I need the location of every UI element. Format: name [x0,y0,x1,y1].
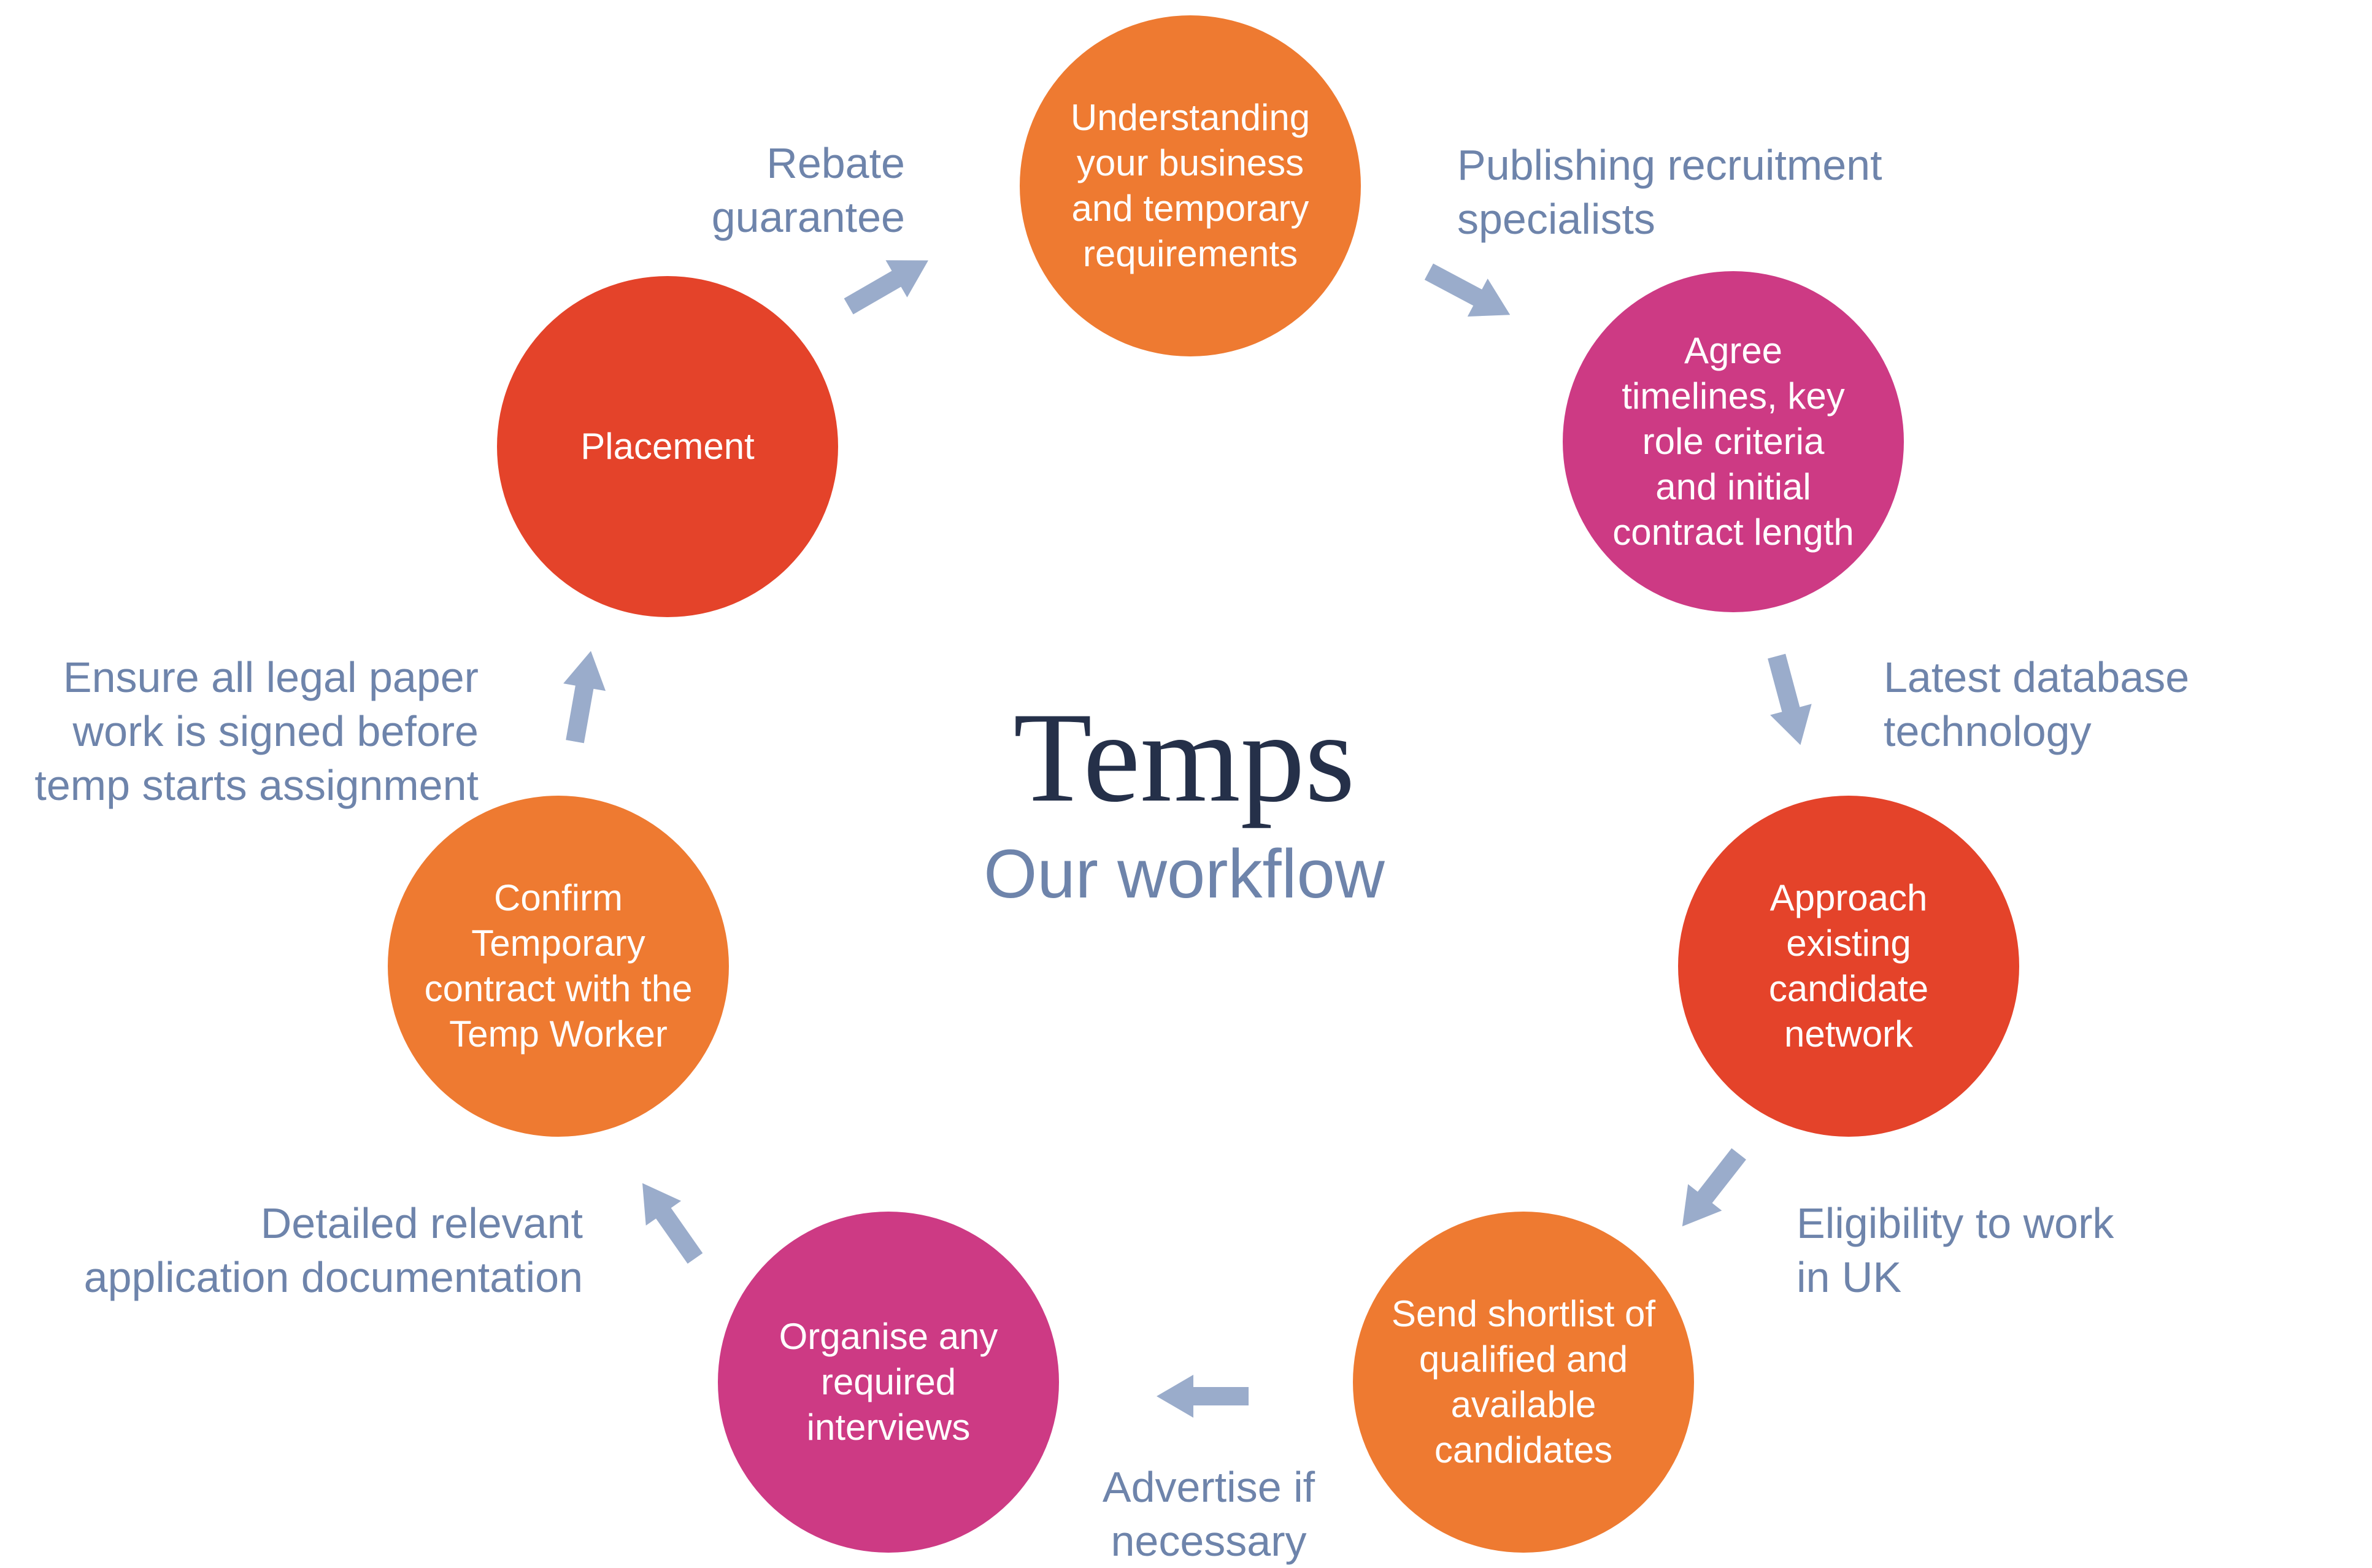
step-circle-organise-interviews: Organise any required interviews [718,1212,1059,1553]
step-circle-understanding: Understanding your business and temporar… [1020,15,1361,356]
arrow-icon [1157,1375,1249,1418]
arrow-icon [554,647,612,745]
step-label: Organise any required interviews [779,1316,998,1448]
step-circle-placement: Placement [497,276,838,617]
step-label: Confirm Temporary contract with the Temp… [424,877,693,1055]
arrow-icon [1756,650,1821,750]
diagram-title: Temps [1013,686,1355,829]
annotation-database: Latest database technology [1884,653,2190,755]
step-label: Send shortlist of qualified and availabl… [1391,1293,1656,1470]
annotation-advertise: Advertise if necessary [1102,1463,1315,1565]
annotation-documentation: Detailed relevant application documentat… [83,1199,583,1301]
diagram-subtitle: Our workflow [984,836,1385,912]
step-circle-agree-timelines: Agree timelines, key role criteria and i… [1563,271,1904,612]
step-circle-confirm-contract: Confirm Temporary contract with the Temp… [388,796,729,1137]
annotation-legal-paperwork: Ensure all legal paper work is signed be… [34,653,479,809]
arrow-icon [838,242,939,325]
arrow-icon [625,1170,712,1270]
step-label: Placement [580,426,755,467]
step-label: Agree timelines, key role criteria and i… [1612,330,1854,553]
step-circle-send-shortlist: Send shortlist of qualified and availabl… [1353,1212,1694,1553]
annotation-publishing: Publishing recruitment specialists [1457,141,1882,243]
arrow-icon [1665,1140,1756,1239]
step-circle-approach-network: Approach existing candidate network [1678,796,2019,1137]
annotation-eligibility: Eligibility to work in UK [1796,1199,2114,1301]
step-label: Understanding your business and temporar… [1070,97,1311,274]
annotation-rebate: Rebate guarantee [711,139,905,241]
step-label: Approach existing candidate network [1768,877,1929,1055]
arrow-icon [1419,253,1520,334]
